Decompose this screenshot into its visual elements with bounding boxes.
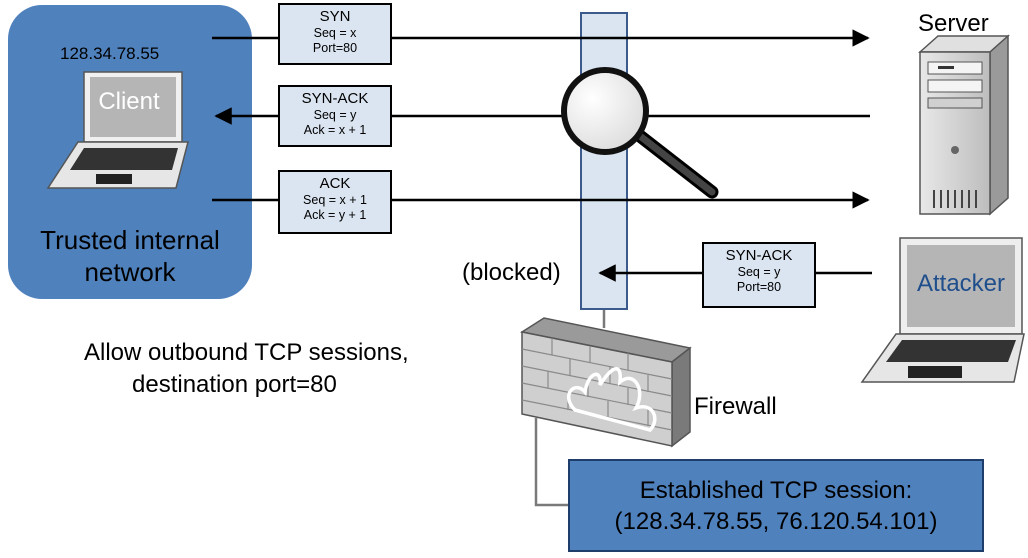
ack-ack: Ack = y + 1 (303, 208, 367, 222)
attack-synack-port: Port=80 (736, 280, 782, 294)
firewall-brick-wall-icon (520, 317, 692, 448)
client-ip-label: 128.34.78.55 (60, 44, 160, 63)
trusted-network-label: Trusted internal network (40, 225, 220, 287)
session-title: Established TCP session: (639, 477, 913, 504)
syn-title: SYN (319, 8, 351, 25)
syn-message-box: SYN Seq = x Port=80 (278, 3, 392, 65)
magnifying-glass-icon (561, 67, 719, 199)
firewall-rule-line1: Allow outbound TCP sessions, (84, 339, 409, 366)
established-session-box: Established TCP session: (128.34.78.55, … (568, 459, 984, 552)
client-laptop-icon (46, 71, 189, 189)
blocked-label: (blocked) (462, 259, 561, 286)
syn-port: Port=80 (312, 41, 358, 55)
firewall-label: Firewall (694, 393, 777, 420)
ack-title: ACK (319, 175, 351, 192)
attack-synack-message-box: SYN-ACK Seq = y Port=80 (702, 242, 816, 308)
ack-message-box: ACK Seq = x + 1 Ack = y + 1 (278, 170, 392, 234)
firewall-rule-line2: destination port=80 (132, 371, 337, 398)
session-endpoints: (128.34.78.55, 76.120.54.101) (614, 508, 938, 535)
synack-title: SYN-ACK (301, 90, 369, 107)
client-label: Client (98, 88, 160, 115)
attack-synack-title: SYN-ACK (725, 247, 793, 264)
syn-seq: Seq = x (313, 26, 357, 40)
server-icon (918, 34, 1010, 216)
synack-ack: Ack = x + 1 (303, 123, 367, 137)
attacker-laptop-icon (860, 237, 1025, 383)
firewall-inspection-column (580, 12, 628, 310)
server-label: Server (918, 10, 989, 37)
ack-seq: Seq = x + 1 (303, 193, 367, 207)
synack-seq: Seq = y (313, 108, 357, 122)
attacker-label: Attacker (916, 270, 1006, 297)
synack-message-box: SYN-ACK Seq = y Ack = x + 1 (278, 85, 392, 147)
attack-synack-seq: Seq = y (737, 265, 781, 279)
firewall-to-session-connector (534, 418, 568, 507)
